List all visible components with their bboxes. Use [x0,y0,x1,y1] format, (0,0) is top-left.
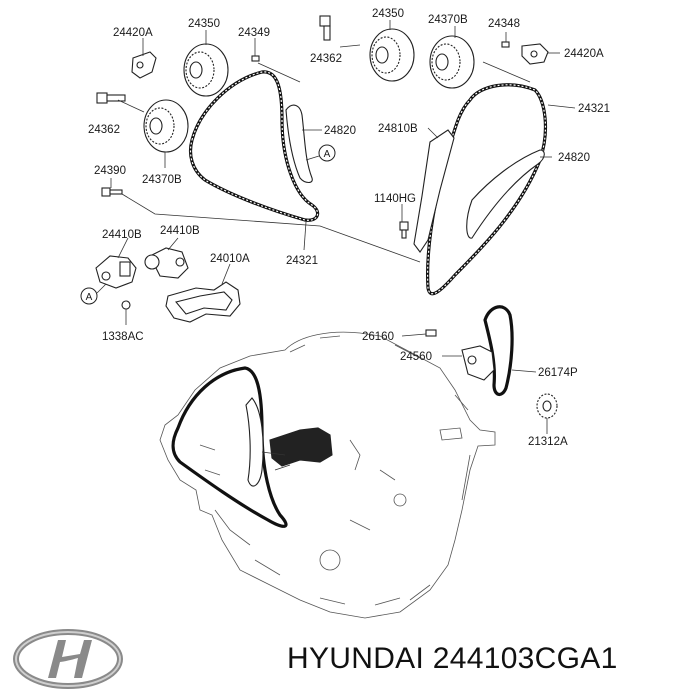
label-1140HG: 1140HG [374,193,416,205]
label-24820-left: 24820 [324,125,356,137]
label-24410B-b: 24410B [160,225,200,237]
label-24420A-left: 24420A [113,27,153,39]
label-24370B-right: 24370B [428,14,468,26]
right-cam-sprocket-24370B [429,35,475,89]
gasket-24010A [165,281,241,323]
label-24010A: 24010A [210,253,250,265]
right-bolt-24362 [319,15,331,41]
label-1338AC: 1338AC [102,331,144,343]
right-cam-sensor-24420A [521,43,549,65]
engine-block-outline [159,331,496,619]
label-24560: 24560 [400,351,432,363]
leader-lines [110,20,576,434]
left-cam-sprocket-24370B [143,99,189,153]
marker-a-left: A [80,283,107,305]
svg-text:A: A [86,292,93,303]
installed-chain-guide [245,397,264,487]
part-24349 [251,55,260,62]
tensioner-24560 [461,345,495,381]
part-24348 [501,41,510,48]
plug-1338AC [121,300,131,310]
crank-sprocket-21312A [536,393,558,419]
right-timing-chain-24321 [426,83,547,296]
label-21312A: 21312A [528,436,568,448]
hyundai-logo-icon [13,629,123,689]
marker-a-right: A [305,144,336,162]
label-24321-right: 24321 [578,103,610,115]
installed-tensioner [269,427,333,467]
label-26174P: 26174P [538,367,578,379]
label-24810B: 24810B [378,123,418,135]
label-24390: 24390 [94,165,126,177]
label-24370B-left: 24370B [142,174,182,186]
brand-part-number: HYUNDAI 244103CGA1 [287,642,618,675]
label-26160: 26160 [362,331,394,343]
label-24350-right: 24350 [372,8,404,20]
left-cam-sprocket-24350 [183,43,229,97]
left-chain-guide-24820 [285,104,313,184]
label-24410B-a: 24410B [102,229,142,241]
left-bolt-24362 [96,92,126,104]
left-cam-sensor-24420A [131,51,157,79]
part-labels: 24420A 24350 24349 24362 24370B 24820 24… [88,8,610,448]
label-24362-right: 24362 [310,53,342,65]
label-24321-left: 24321 [286,255,318,267]
left-tensioner-24410B [95,255,137,289]
installed-timing-chain [171,366,288,528]
label-24362-left: 24362 [88,124,120,136]
label-24820-right: 24820 [558,152,590,164]
label-24350-left: 24350 [188,18,220,30]
bolt-1140HG [399,221,409,239]
label-24420A-right: 24420A [564,48,604,60]
svg-text:A: A [324,149,331,160]
right-chain-guide-24820 [466,149,545,239]
part-26160 [425,329,437,337]
right-cam-sprocket-24350 [369,28,415,82]
label-24349: 24349 [238,27,270,39]
left-tensioner-24410B-b [144,247,189,279]
bolt-24390 [101,187,123,197]
label-24348: 24348 [488,18,520,30]
right-chain-guide-24810B [413,129,455,253]
